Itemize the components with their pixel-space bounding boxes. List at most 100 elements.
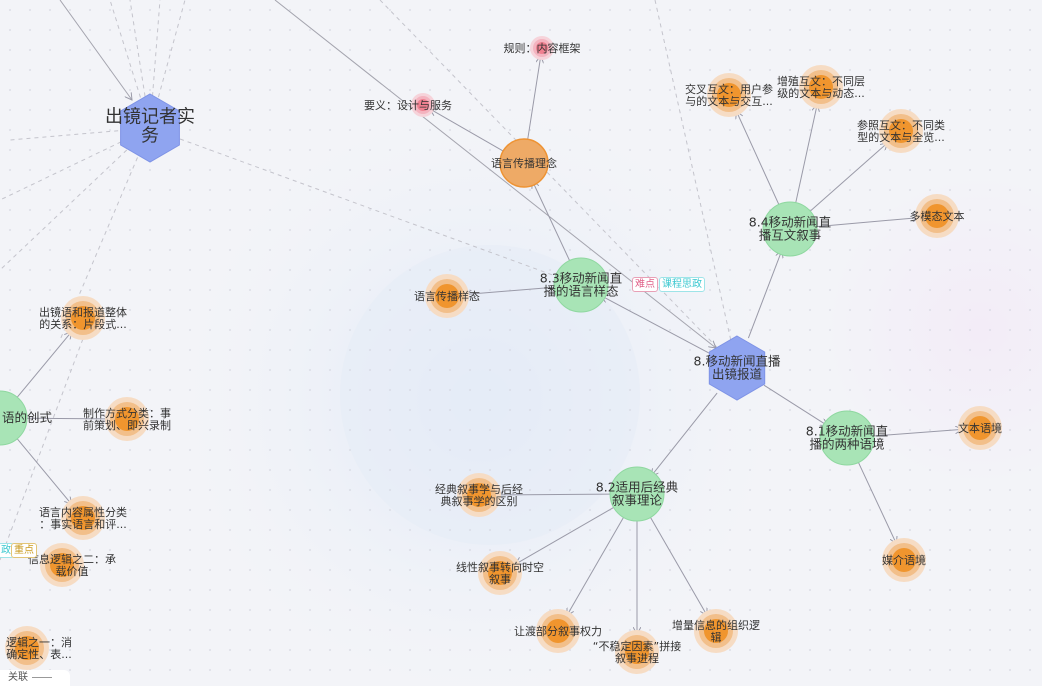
topic-node-shape	[819, 410, 875, 466]
node-label: “不稳定因素”拼接叙事进程	[593, 639, 681, 665]
node-o7[interactable]: 媒介语境	[882, 538, 926, 582]
node-o6[interactable]: 文本语境	[958, 406, 1002, 450]
leaf-node-shape	[892, 548, 916, 572]
background-dashed-links	[0, 0, 738, 561]
leaf-node-shape	[50, 553, 74, 577]
edge-c82-o9	[516, 507, 614, 564]
civic-course-tag: 课程思政	[659, 277, 705, 292]
node-o14[interactable]: 制作方式分类：事前策划、即兴录制	[83, 397, 171, 441]
leaf-node-shape	[115, 407, 139, 431]
leaf-node-shape	[71, 306, 95, 330]
node-o10[interactable]: 让渡部分叙事权力	[514, 609, 602, 653]
node-c84[interactable]: 8.4移动新闻直播互文叙事	[749, 201, 831, 257]
point-node-shape	[536, 42, 548, 54]
leaf-node-shape	[925, 204, 949, 228]
hexagon-node-shape	[708, 335, 766, 401]
edge-c84-o3	[795, 105, 817, 203]
node-o9[interactable]: 线性叙事转向时空叙事	[456, 551, 544, 595]
node-label: 8.3移动新闻直播的语言样态	[540, 271, 622, 299]
node-o4[interactable]: 参照互文：不同类型的文本与全览...	[857, 109, 945, 153]
edge-lpc-r2	[527, 56, 541, 140]
point-node-shape	[417, 99, 429, 111]
node-label: 媒介语境	[882, 553, 926, 567]
node-o1[interactable]: 语言传播样态	[414, 274, 480, 318]
node-label: 8.移动新闻直播出镜报道	[694, 354, 781, 382]
node-label: 参照互文：不同类型的文本与全览...	[857, 118, 945, 144]
leaf-node-shape	[625, 640, 649, 664]
edge-c82-o12	[650, 517, 707, 615]
node-cl[interactable]: 语的创式	[0, 390, 53, 446]
node-root1[interactable]: 出镜记者实务	[105, 93, 195, 163]
edge-root2-c82	[651, 392, 718, 476]
node-label: 交叉互文：用户参与的文本与交互...	[685, 82, 773, 108]
edge-c82-o8	[497, 494, 611, 495]
leaf-node-shape	[15, 636, 39, 660]
legend: 关联	[0, 670, 70, 686]
edge-c84-o4	[809, 143, 887, 212]
node-label: 8.1移动新闻直播的两种语境	[806, 424, 888, 452]
node-label: 8.4移动新闻直播互文叙事	[749, 215, 831, 243]
node-label: 让渡部分叙事权力	[514, 624, 602, 638]
leaf-node-shape	[889, 119, 913, 143]
node-c81[interactable]: 8.1移动新闻直播的两种语境	[806, 410, 888, 466]
legend-line	[32, 676, 52, 678]
leaf-node-shape	[71, 506, 95, 530]
leaf-node-shape	[968, 416, 992, 440]
node-o16[interactable]: 信息逻辑之二：承载价值	[28, 543, 116, 587]
node-label: 增殖互文：不同层级的文本与动态...	[777, 74, 865, 100]
leaf-node-shape	[704, 619, 728, 643]
node-label: 8.2适用后经典叙事理论	[596, 480, 678, 508]
node-o5[interactable]: 多模态文本	[910, 194, 965, 238]
node-o8[interactable]: 经典叙事学与后经典叙事学的区别	[435, 473, 523, 517]
topic-node-shape	[0, 390, 28, 446]
node-lpc[interactable]: 语言传播理念	[491, 138, 557, 188]
topic-node-shape	[762, 201, 818, 257]
node-o3[interactable]: 增殖互文：不同层级的文本与动态...	[777, 65, 865, 109]
leaf-node-shape	[717, 83, 741, 107]
edge-root2-c83	[601, 296, 709, 354]
node-label: 出镜记者实务	[105, 107, 195, 147]
node-label: 增量信息的组织逻辑	[672, 618, 760, 644]
node-r1[interactable]: 要义：设计与服务	[364, 93, 452, 117]
node-o2[interactable]: 交叉互文：用户参与的文本与交互...	[685, 73, 773, 117]
concept-node-shape	[499, 138, 549, 188]
edge-c83-o1	[465, 286, 555, 294]
node-label: 语的创式	[2, 410, 53, 425]
edge-cl-o14	[26, 418, 109, 419]
topic-node-shape	[609, 466, 665, 522]
edge-root2-c81	[763, 384, 828, 425]
node-label: 语言传播理念	[491, 156, 557, 170]
edge-cl-o13	[16, 332, 71, 398]
leaf-node-shape	[809, 75, 833, 99]
node-o13[interactable]: 出镜语和报道整体的关系：片段式...	[39, 296, 127, 340]
node-c82[interactable]: 8.2适用后经典叙事理论	[596, 466, 678, 522]
node-label: 逻辑之一：消确定性、表...	[6, 635, 72, 661]
node-o11[interactable]: “不稳定因素”拼接叙事进程	[593, 630, 681, 674]
node-o12[interactable]: 增量信息的组织逻辑	[672, 609, 760, 653]
edge-c84-o2	[736, 111, 780, 205]
node-label: 文本语境	[958, 421, 1002, 435]
node-label: 语言内容属性分类：事实语言和评...	[39, 505, 127, 531]
node-o17[interactable]: 逻辑之一：消确定性、表...	[5, 626, 72, 670]
node-label: 制作方式分类：事前策划、即兴录制	[83, 406, 171, 432]
node-root2[interactable]: 8.移动新闻直播出镜报道	[694, 335, 781, 401]
node-o15[interactable]: 语言内容属性分类：事实语言和评...	[39, 496, 127, 540]
edge-c84-o5	[816, 218, 919, 228]
node-c83[interactable]: 8.3移动新闻直播的语言样态	[540, 257, 622, 313]
edge-c82-o10	[567, 517, 624, 615]
leaf-node-shape	[467, 483, 491, 507]
difficulty-tag: 难点	[632, 277, 658, 292]
edge-c81-o6	[873, 429, 962, 437]
node-r2[interactable]: 规则：内容框架	[504, 36, 581, 60]
topic-node-shape	[553, 257, 609, 313]
node-label: 规则：内容框架	[504, 41, 581, 55]
edge-c81-o7	[857, 462, 896, 543]
node-label: 信息逻辑之二：承载价值	[28, 552, 116, 578]
node-label: 出镜语和报道整体的关系：片段式...	[39, 305, 127, 331]
edge-c83-lpc	[532, 181, 571, 261]
node-label: 要义：设计与服务	[364, 99, 452, 112]
node-label: 经典叙事学与后经典叙事学的区别	[435, 482, 523, 508]
node-label: 线性叙事转向时空叙事	[456, 560, 544, 586]
edge-root2-c84	[747, 250, 781, 339]
